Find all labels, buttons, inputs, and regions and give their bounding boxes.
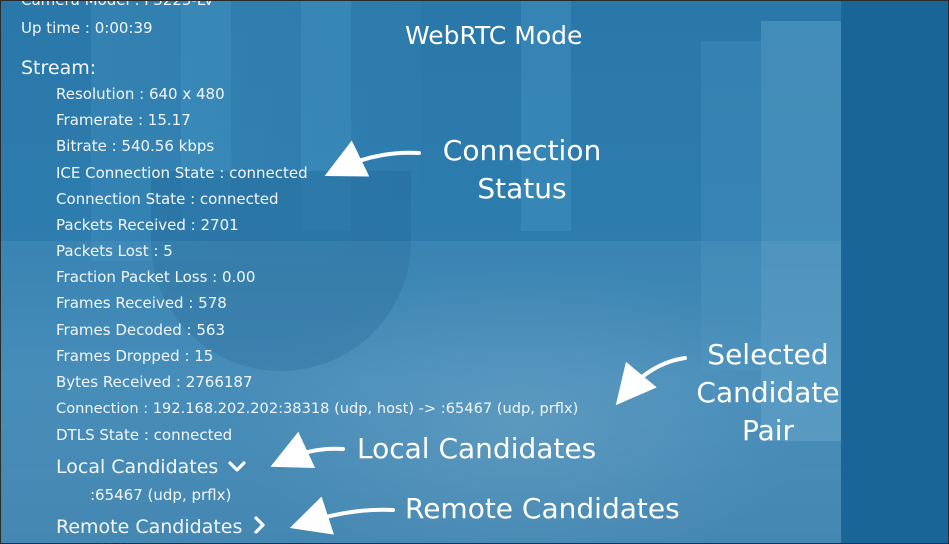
remote-candidates-arrow <box>289 496 395 535</box>
camera-feed-background <box>1 1 841 543</box>
packets-lost-text: Packets Lost : 5 <box>56 242 173 260</box>
local-candidate-item: :65467 (udp, prflx) <box>90 486 232 504</box>
fraction-packet-loss-text: Fraction Packet Loss : 0.00 <box>56 268 256 286</box>
webrtc-mode-title: WebRTC Mode <box>405 21 583 50</box>
selected-candidate-pair-note: Selected Candidate Pair <box>685 336 851 450</box>
bytes-received-text: Bytes Received : 2766187 <box>56 373 253 391</box>
selected-pair-line-3: Pair <box>741 414 795 447</box>
local-candidates-label: Local Candidates <box>56 456 219 478</box>
connection-status-note: Connection Status <box>431 132 613 208</box>
packets-received-text: Packets Received : 2701 <box>56 216 239 234</box>
local-candidates-arrow <box>270 431 345 469</box>
camera-model-text: Camera Model : P3225-LV <box>21 0 214 9</box>
dtls-state-text: DTLS State : connected <box>56 426 233 444</box>
local-candidates-note: Local Candidates <box>357 432 597 465</box>
frames-received-text: Frames Received : 578 <box>56 294 227 312</box>
right-edge-strip <box>843 1 948 543</box>
connection-status-line-1: Connection <box>442 134 602 167</box>
framerate-text: Framerate : 15.17 <box>56 111 191 129</box>
chevron-down-icon <box>228 457 246 479</box>
ice-connection-state-text: ICE Connection State : connected <box>56 164 308 182</box>
selected-pair-line-2: Candidate <box>696 376 840 409</box>
chevron-right-icon <box>252 516 266 539</box>
frames-dropped-text: Frames Dropped : 15 <box>56 347 214 365</box>
remote-candidates-toggle[interactable]: Remote Candidates <box>56 516 266 539</box>
selected-pair-arrow <box>615 356 687 406</box>
resolution-text: Resolution : 640 x 480 <box>56 85 225 103</box>
connection-text: Connection : 192.168.202.202:38318 (udp,… <box>56 400 579 417</box>
connection-status-line-2: Status <box>477 172 567 205</box>
frames-decoded-text: Frames Decoded : 563 <box>56 321 226 339</box>
bitrate-text: Bitrate : 540.56 kbps <box>56 137 215 155</box>
stream-heading: Stream: <box>21 57 97 79</box>
selected-pair-line-1: Selected <box>707 338 829 371</box>
connection-state-text: Connection State : connected <box>56 190 279 208</box>
local-candidates-toggle[interactable]: Local Candidates <box>56 456 246 479</box>
uptime-text: Up time : 0:00:39 <box>21 19 153 37</box>
remote-candidates-note: Remote Candidates <box>405 492 680 525</box>
remote-candidates-label: Remote Candidates <box>56 516 243 538</box>
connection-status-arrow <box>324 140 421 177</box>
